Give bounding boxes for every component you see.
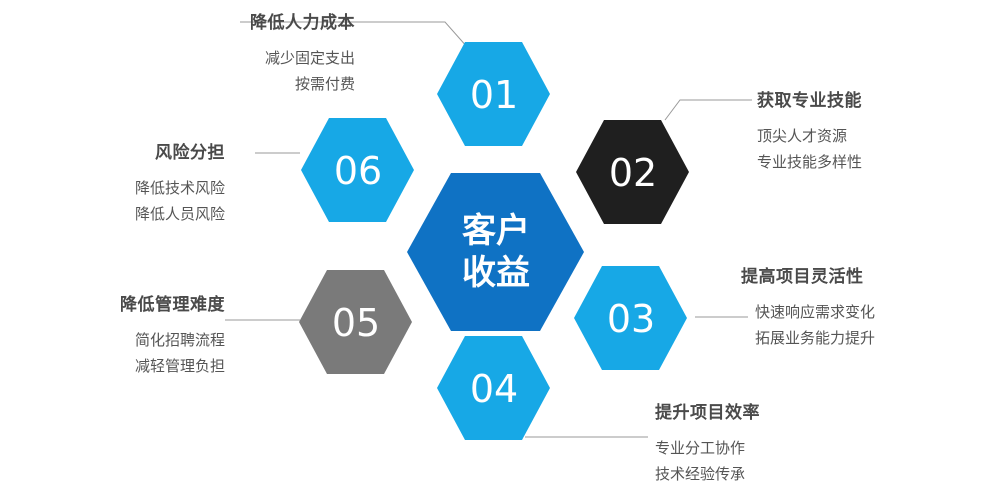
hexagon-04-number: 04 [470, 367, 518, 411]
hexagon-05 [299, 270, 412, 374]
item-01-line-2: 按需付费 [294, 75, 355, 93]
hexagon-02-number: 02 [609, 151, 657, 195]
item-06-line-2: 降低人员风险 [134, 205, 225, 223]
text-block-04: 提升项目效率 专业分工协作 技术经验传承 [655, 398, 760, 487]
hexagon-03-number: 03 [607, 297, 655, 341]
hexagon-06-number: 06 [334, 149, 382, 193]
hexagon-04 [437, 336, 550, 440]
item-02-line-1: 顶尖人才资源 [757, 127, 848, 145]
item-03-line-1: 快速响应需求变化 [755, 303, 876, 321]
text-block-01: 降低人力成本 减少固定支出 按需付费 [250, 8, 355, 97]
item-06-line-1: 降低技术风险 [134, 179, 225, 197]
center-label-line2: 收益 [462, 253, 530, 293]
text-block-02: 获取专业技能 顶尖人才资源 专业技能多样性 [757, 86, 862, 175]
item-03-line-2: 拓展业务能力提升 [755, 329, 876, 347]
connector-02 [664, 99, 752, 121]
item-06-title: 风险分担 [155, 143, 225, 163]
text-block-03: 提高项目灵活性 快速响应需求变化 拓展业务能力提升 [741, 262, 875, 351]
center-hexagon [407, 173, 584, 331]
item-04-line-2: 技术经验传承 [655, 465, 746, 483]
item-02-title: 获取专业技能 [757, 91, 862, 111]
item-02-line-2: 专业技能多样性 [757, 153, 863, 171]
item-01-title: 降低人力成本 [250, 13, 355, 33]
item-05-line-1: 简化招聘流程 [134, 331, 225, 349]
hexagon-06 [301, 118, 414, 222]
item-05-title: 降低管理难度 [120, 295, 225, 315]
hexagon-01 [437, 42, 550, 146]
item-03-title: 提高项目灵活性 [741, 267, 864, 287]
hexagon-03 [574, 266, 687, 370]
text-block-05: 降低管理难度 简化招聘流程 减轻管理负担 [120, 290, 225, 379]
item-04-line-1: 专业分工协作 [655, 439, 746, 457]
hexagon-02 [576, 120, 689, 224]
connector-lines [225, 21, 752, 438]
hexagon-05-number: 05 [332, 301, 380, 345]
text-block-06: 风险分担 降低技术风险 降低人员风险 [135, 138, 225, 227]
center-label-line1: 客户 [462, 211, 530, 251]
item-01-line-1: 减少固定支出 [264, 49, 355, 67]
hexagon-01-number: 01 [470, 73, 518, 117]
connector-01 [240, 21, 469, 49]
item-05-line-2: 减轻管理负担 [134, 357, 225, 375]
item-04-title: 提升项目效率 [655, 403, 760, 423]
